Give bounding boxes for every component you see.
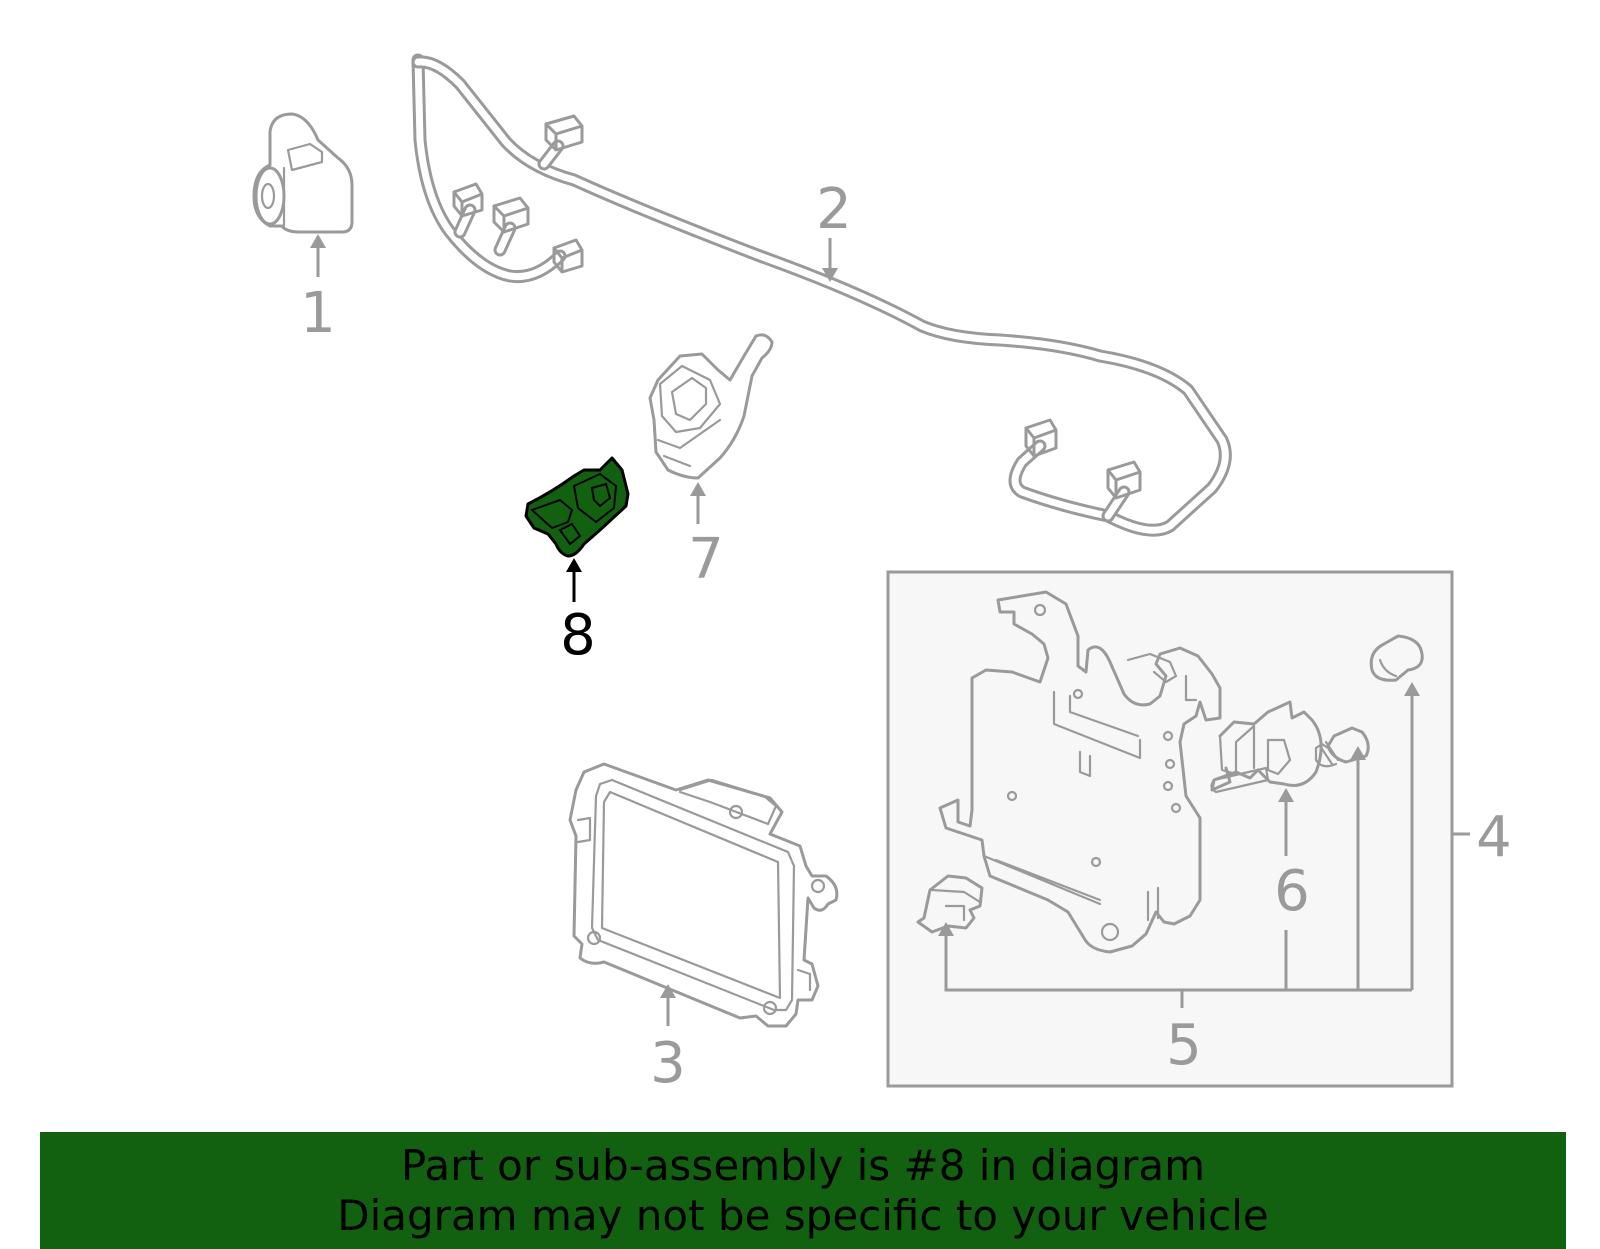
callout-3[interactable]: 3: [650, 1031, 686, 1096]
arrow-2: [822, 268, 838, 282]
part-7-connector[interactable]: [648, 333, 774, 480]
callout-8[interactable]: 8: [560, 603, 596, 668]
part-8-bracket-highlighted[interactable]: [524, 456, 630, 558]
callout-7[interactable]: 7: [688, 527, 724, 592]
arrow-8: [566, 558, 582, 572]
arrow-7: [690, 482, 706, 496]
part-5b-plug[interactable]: [1369, 634, 1424, 682]
arrow-6: [1278, 788, 1294, 802]
callout-5[interactable]: 5: [1166, 1013, 1202, 1078]
leader-5-bracket: [938, 682, 1420, 1008]
callout-2[interactable]: 2: [816, 177, 852, 242]
part-2-wiring-harness[interactable]: [411, 53, 1232, 537]
banner-line-1: Part or sub-assembly is #8 in diagram: [400, 1140, 1206, 1190]
sub-assembly-box-4[interactable]: [886, 570, 1454, 1088]
callout-1[interactable]: 1: [300, 281, 336, 346]
callout-4[interactable]: 4: [1476, 805, 1512, 870]
arrow-3: [660, 984, 676, 998]
part-5a-bolt[interactable]: [1314, 726, 1370, 768]
part-5c-clip[interactable]: [916, 874, 984, 934]
part-4-mounting-bracket[interactable]: [938, 590, 1222, 954]
info-banner: Part or sub-assembly is #8 in diagram Di…: [40, 1132, 1566, 1249]
arrow-1: [310, 234, 326, 248]
callout-6[interactable]: 6: [1274, 859, 1310, 924]
part-1-sensor[interactable]: [252, 112, 354, 234]
part-6-sensor[interactable]: [1210, 700, 1323, 794]
part-3-control-module[interactable]: [568, 762, 839, 1028]
banner-line-2: Diagram may not be specific to your vehi…: [337, 1190, 1269, 1240]
